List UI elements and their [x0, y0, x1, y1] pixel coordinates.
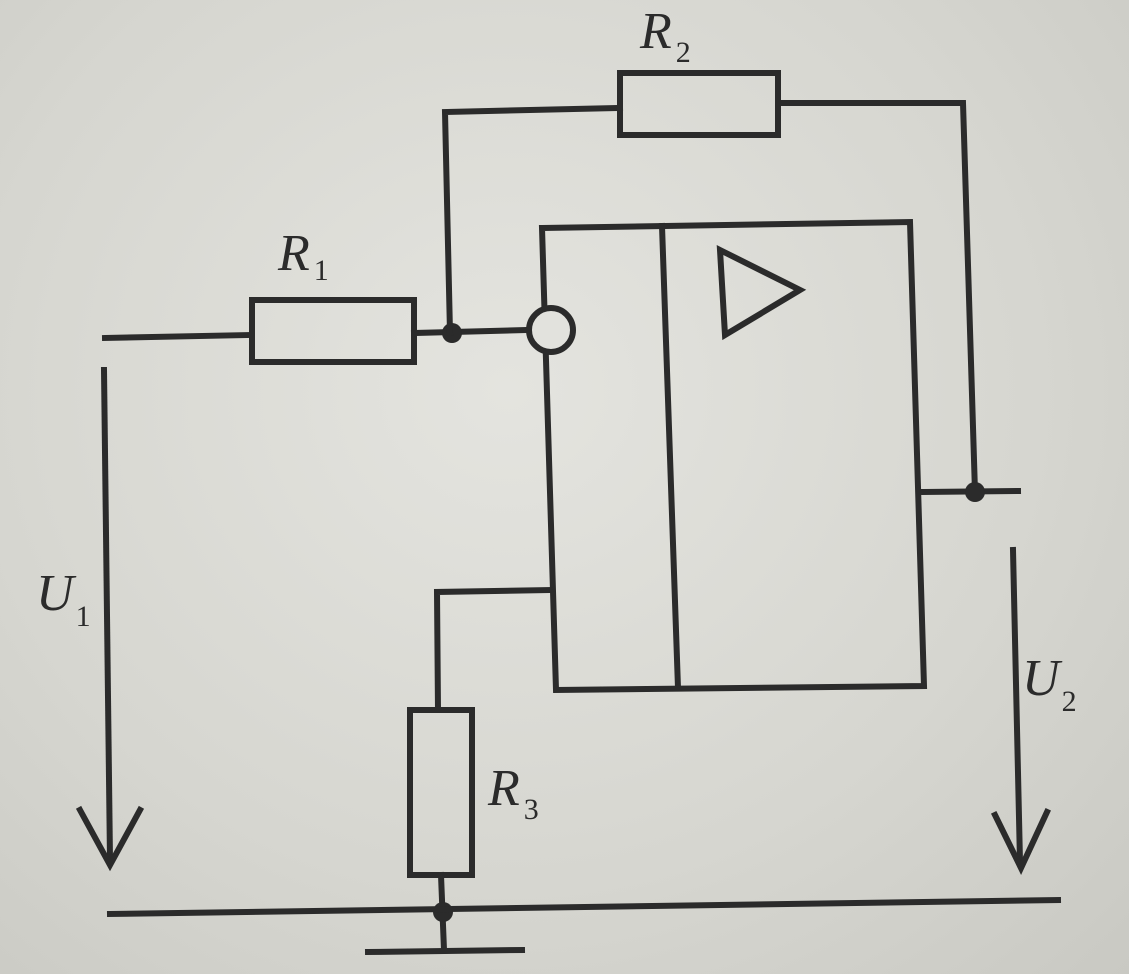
r1-to-inverting-input-wire	[410, 326, 532, 337]
input-wire	[101, 331, 254, 342]
feedback-wire-left	[441, 104, 624, 337]
junction-node-output	[965, 482, 985, 502]
u1-arrow-shaft	[100, 366, 114, 864]
resistor-r2	[617, 70, 781, 138]
resistor-r1	[249, 297, 417, 365]
circle-icon	[526, 305, 576, 355]
u2-arrow-shaft	[1009, 546, 1024, 866]
label-u2: U2	[1022, 650, 1077, 718]
opamp-body	[538, 218, 928, 694]
label-u1: U1	[36, 565, 91, 633]
noninverting-input-wire	[433, 586, 554, 714]
opamp-divider	[658, 222, 682, 692]
ground-bus	[106, 896, 1062, 918]
u2-arrowhead-icon	[990, 808, 1051, 875]
resistor-r3	[407, 707, 475, 878]
triangle-icon	[716, 244, 807, 341]
ground-symbol	[364, 946, 526, 956]
u1-arrowhead-icon	[75, 805, 145, 872]
feedback-wire-right	[775, 100, 979, 496]
